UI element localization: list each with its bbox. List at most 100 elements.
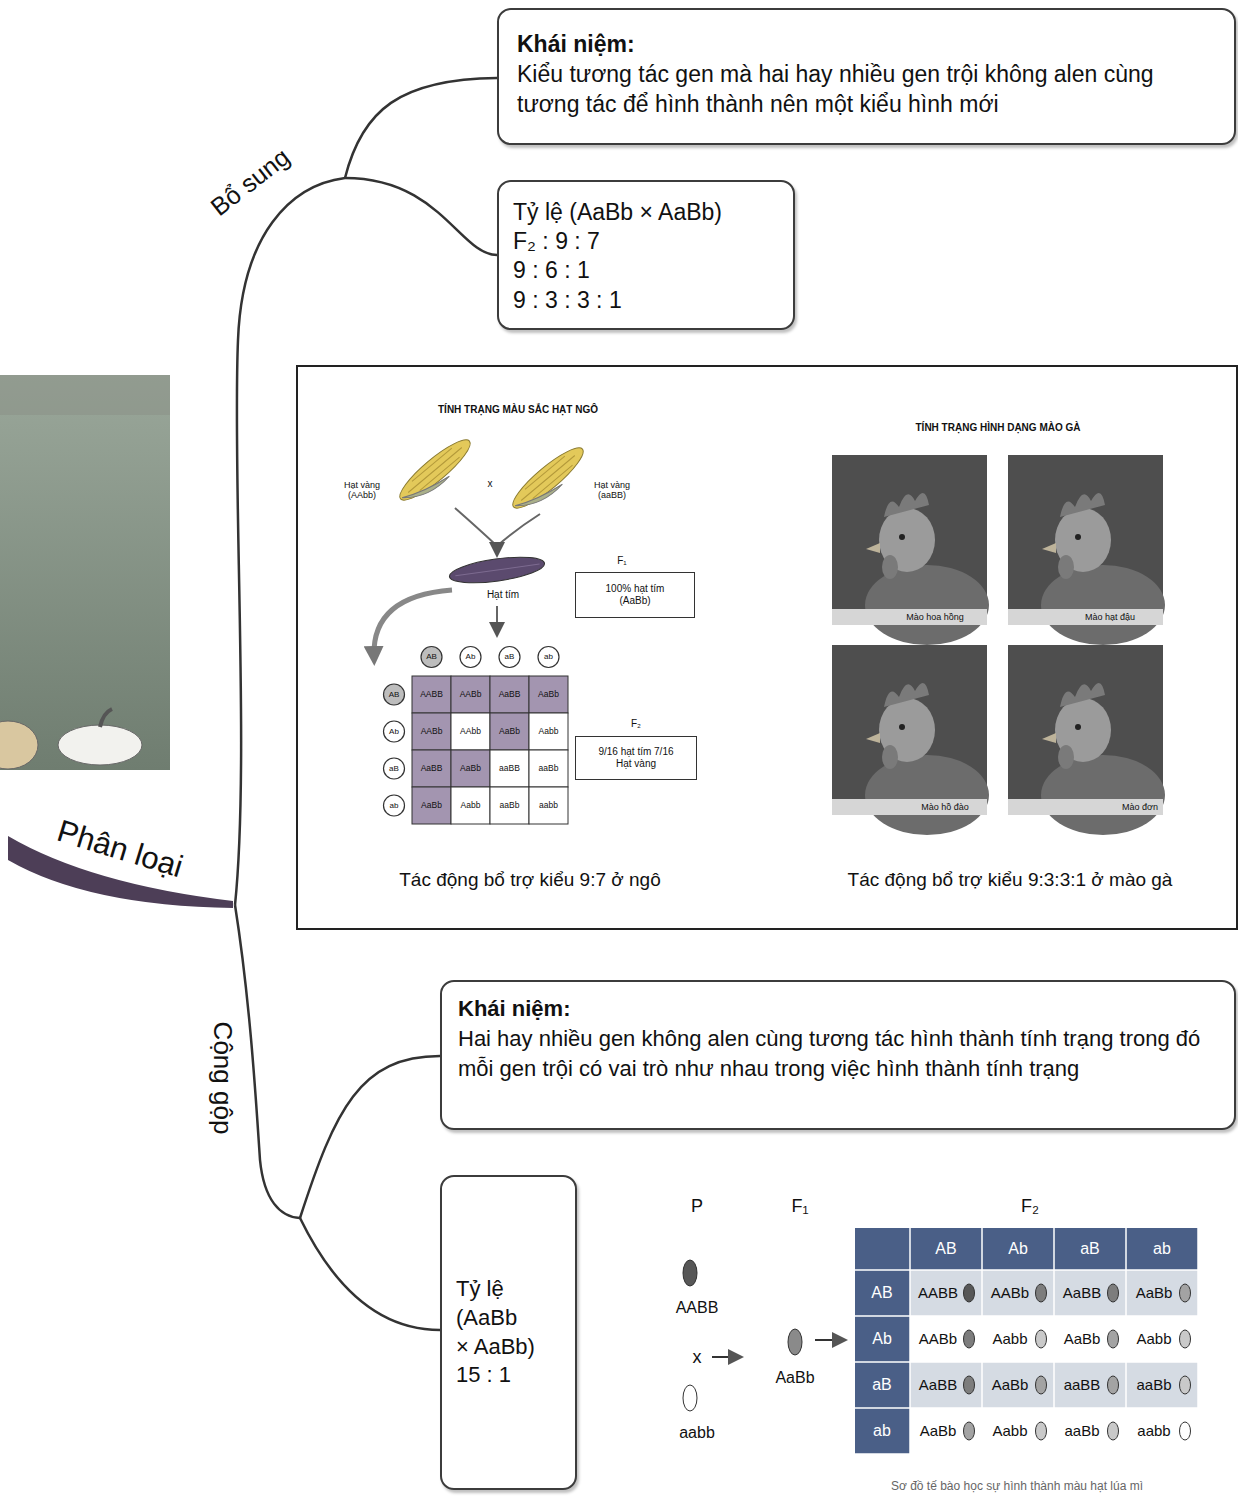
squash xyxy=(58,725,142,765)
seed-icon xyxy=(1036,1330,1047,1348)
grid-cell xyxy=(529,750,568,787)
gamete-circle xyxy=(460,647,481,668)
figure-label: Hạt tím xyxy=(487,589,519,601)
figure-label: aB xyxy=(1080,1240,1100,1258)
gamete-circle xyxy=(384,721,405,742)
branch-line xyxy=(235,178,345,905)
grid-cell xyxy=(451,750,490,787)
corn-cob xyxy=(506,441,591,519)
figure-label: Ab xyxy=(466,652,476,661)
figure-label: AaBb xyxy=(421,801,442,811)
drawing-part xyxy=(515,474,563,517)
figure-label: AABB xyxy=(676,1299,719,1317)
branch-label: Cộng gộp xyxy=(207,1022,237,1135)
figure-label: Mào hồ đào xyxy=(918,802,972,812)
figure-label: aaBB xyxy=(1064,1376,1101,1393)
figure-label: F₂ xyxy=(631,718,641,730)
heading-text: Khái niệm: xyxy=(517,30,1218,60)
grid-cell xyxy=(490,787,529,824)
figure-label: Ab xyxy=(389,727,399,736)
body-text: 100% hạt tím (AaBb) xyxy=(595,583,675,607)
corn-cob xyxy=(393,433,478,511)
figure-label: AABb xyxy=(919,1330,957,1347)
grid-cell xyxy=(412,787,451,824)
seed-icon xyxy=(964,1422,975,1440)
seed-icon xyxy=(1036,1284,1047,1302)
corn-cob xyxy=(448,552,546,587)
drawing-part xyxy=(402,466,450,509)
figure-label: AABb xyxy=(421,727,443,737)
cross-line xyxy=(455,508,540,546)
seed-icon xyxy=(964,1376,975,1394)
rooster-photo xyxy=(1008,645,1165,835)
seed-icon xyxy=(1180,1330,1191,1348)
body-text: Tác động bổ trợ kiểu 9:7 ở ngô xyxy=(399,869,661,892)
concept-box: Tỷ lệ (AaBb × AaBb)F₂ : 9 : 79 : 6 : 19 … xyxy=(497,180,795,330)
figure-label: TÍNH TRẠNG MÀU SẮC HẠT NGÔ xyxy=(438,404,598,416)
figure-label: aabb xyxy=(679,1424,715,1442)
branch-line xyxy=(300,1218,440,1330)
grid-cell xyxy=(412,713,451,750)
seed-icon xyxy=(964,1330,975,1348)
table-rule xyxy=(855,1453,1198,1455)
figure-label: AB xyxy=(935,1240,956,1258)
down-arrow xyxy=(496,606,498,632)
seed-icon xyxy=(788,1329,802,1355)
figure-label: aabb xyxy=(539,801,558,811)
figure-label: P xyxy=(691,1196,703,1217)
grid-cell xyxy=(451,713,490,750)
figure-label: Aabb xyxy=(461,801,481,811)
table-header xyxy=(855,1228,1198,1270)
figure-label: aaBb xyxy=(539,764,559,774)
figure-label: aabb xyxy=(1137,1422,1170,1439)
table-rule xyxy=(855,1269,1198,1271)
figure-label: AaBb xyxy=(775,1369,814,1387)
figure-label: Mào hoa hồng xyxy=(903,612,967,622)
grid-cell xyxy=(490,713,529,750)
figure-label: x xyxy=(693,1347,702,1368)
figure-label: AB xyxy=(389,690,400,699)
cross-arrow xyxy=(712,1356,738,1358)
table-rule xyxy=(1125,1228,1127,1454)
result-box: 100% hạt tím (AaBb) xyxy=(575,572,695,618)
grid-cell xyxy=(529,713,568,750)
figure-label: AaBb xyxy=(499,727,520,737)
seed-icon xyxy=(683,1260,697,1286)
result-box: 9/16 hạt tím 7/16 Hạt vàng xyxy=(575,736,697,780)
concept-box: Tỷ lệ (AaBb × AaBb) 15 : 1 xyxy=(440,1175,577,1490)
figure-label: aB xyxy=(872,1376,892,1394)
figure-label: ab xyxy=(1153,1240,1171,1258)
grid-cell xyxy=(451,787,490,824)
table-rule xyxy=(981,1228,983,1454)
figure-label: x xyxy=(488,478,493,490)
grid-cell xyxy=(529,787,568,824)
grid-cell xyxy=(412,750,451,787)
body-text: 9 : 6 : 1 xyxy=(513,256,779,285)
body-text: Kiểu tương tác gen mà hai hay nhiều gen … xyxy=(517,60,1218,120)
branch-line xyxy=(345,78,497,178)
figure-label: AaBb xyxy=(1136,1284,1173,1301)
figure-label: AaBB xyxy=(499,690,521,700)
figure-label: F₁ xyxy=(617,555,626,567)
figure-label: Aabb xyxy=(539,727,559,737)
grid-cell xyxy=(490,750,529,787)
grid-cell xyxy=(451,676,490,713)
figure-label: AaBb xyxy=(920,1422,957,1439)
figure-label: AaBb xyxy=(538,690,559,700)
photo-band xyxy=(0,375,170,415)
rooster-photo xyxy=(832,455,989,645)
figure-label: AABb xyxy=(460,690,482,700)
grid-cell xyxy=(490,676,529,713)
seed-icon xyxy=(683,1385,697,1411)
figure-label: Ab xyxy=(872,1330,892,1348)
drawing-part xyxy=(455,564,539,576)
figure-label: ab xyxy=(390,801,399,810)
body-text: Tỷ lệ (AaBb × AaBb) 15 : 1 xyxy=(456,1275,536,1389)
figure-label: Hạt vàng (aaBB) xyxy=(587,480,637,501)
grid-cell xyxy=(412,676,451,713)
figure-label: AaBb xyxy=(992,1376,1029,1393)
rooster-photo xyxy=(1008,455,1165,645)
figure-label: Aabb xyxy=(1136,1330,1171,1347)
seed-icon xyxy=(1180,1284,1191,1302)
body-text: 9/16 hạt tím 7/16 Hạt vàng xyxy=(597,746,675,770)
